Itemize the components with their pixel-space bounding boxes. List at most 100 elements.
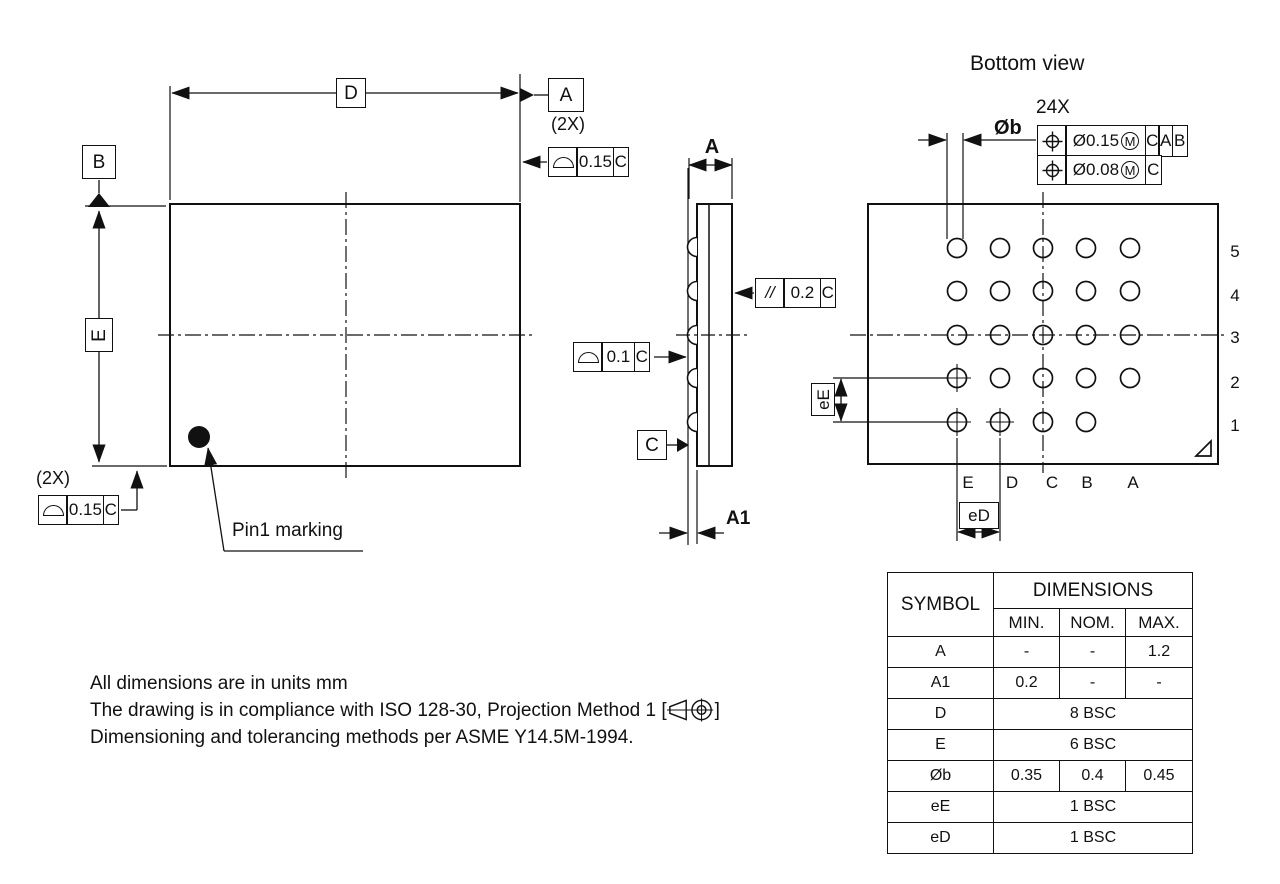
max-cell: -: [1125, 667, 1193, 699]
note-line-1: All dimensions are in units mm: [90, 673, 348, 694]
ball-B5: [1075, 237, 1097, 259]
table-row: A1 0.2 - -: [887, 667, 1193, 699]
ball-C5: [1032, 237, 1054, 259]
table-header-nom: NOM.: [1059, 608, 1126, 637]
symbol-cell: A1: [887, 667, 994, 699]
pitch-ed-box: eD: [959, 502, 999, 529]
table-row: A - - 1.2: [887, 636, 1193, 668]
symbol-cell: A: [887, 636, 994, 668]
fcf-tolerance: 0.2: [783, 278, 822, 308]
datum-c-triangle: [677, 438, 689, 452]
ball-B2: [1075, 367, 1097, 389]
fcf-profile-bottom: 0.15 C: [38, 495, 119, 525]
span-cell: 1 BSC: [993, 822, 1193, 854]
row-label-3: 3: [1230, 328, 1240, 347]
datum-b-box: B: [82, 145, 116, 179]
bottom-pin1-triangle: [1193, 438, 1212, 457]
table-row: eE 1 BSC: [887, 791, 1193, 823]
min-cell: 0.35: [993, 760, 1060, 792]
col-label-D: D: [1005, 473, 1019, 492]
symbol-cell: E: [887, 729, 994, 761]
first-angle-projection-icon: [666, 698, 713, 722]
datum-a-box: A: [548, 78, 584, 112]
table-row: eD 1 BSC: [887, 822, 1193, 854]
side-ball-4: [686, 367, 698, 389]
pitch-ee-box: eE: [811, 383, 835, 416]
ball-B4: [1075, 280, 1097, 302]
fcf-tolerance: 0.15: [576, 147, 615, 177]
ball-D3: [989, 324, 1011, 346]
pin1-dot: [188, 426, 210, 448]
mmc-modifier-icon: M: [1121, 132, 1140, 150]
ball-grid: [943, 237, 1141, 436]
ball-D2: [989, 367, 1011, 389]
fcf-tolerance: Ø0.08: [1072, 160, 1120, 180]
table-row: Øb 0.35 0.4 0.45: [887, 760, 1193, 792]
side-ball-1: [686, 236, 698, 258]
min-cell: -: [993, 636, 1060, 668]
fcf-tolerance: 0.15: [66, 495, 105, 525]
symbol-cell: Øb: [887, 760, 994, 792]
col-label-B: B: [1081, 473, 1093, 492]
dim-a1-label: A1: [726, 508, 751, 529]
ball-C2: [1032, 367, 1054, 389]
ball-C1: [1032, 411, 1054, 433]
side-view: [654, 158, 754, 545]
row-label-4: 4: [1230, 286, 1240, 305]
mmc-modifier-icon: M: [1121, 161, 1140, 180]
dim-a-label: A: [704, 136, 720, 158]
bottom-view-title: Bottom view: [970, 52, 1085, 75]
span-cell: 1 BSC: [993, 791, 1193, 823]
ball-B1: [1075, 411, 1097, 433]
fcf-datum: C: [819, 278, 836, 308]
parallelism-icon: //: [755, 278, 785, 308]
ball-A2: [1119, 367, 1141, 389]
table-row: E 6 BSC: [887, 729, 1193, 761]
fcf-datum: C: [1144, 155, 1162, 186]
ball-E5: [946, 237, 968, 259]
pin1-leader-arrow: [204, 447, 225, 552]
ball-A3: [1119, 324, 1141, 346]
ball-E3: [946, 324, 968, 346]
dim-e-box: E: [85, 318, 113, 352]
profile-of-surface-icon: [42, 504, 64, 516]
ball-dia-label: Øb: [994, 117, 1022, 139]
pin1-label: Pin1 marking: [232, 520, 343, 541]
fcf-datum: B: [1171, 125, 1188, 157]
position-icon: [1042, 160, 1062, 181]
symbol-cell: eD: [887, 822, 994, 854]
col-label-C: C: [1045, 473, 1059, 492]
side-ball-2: [686, 280, 698, 302]
col-label-E: E: [962, 473, 974, 492]
fcf-datum: C: [102, 495, 119, 525]
fcf-position-2: Ø0.08 M C: [1037, 155, 1162, 186]
ball-A4: [1119, 280, 1141, 302]
ball-D4: [989, 280, 1011, 302]
max-cell: 0.45: [1125, 760, 1193, 792]
drawing-notes: All dimensions are in units mm The drawi…: [90, 670, 720, 751]
col-label-A: A: [1127, 473, 1139, 492]
profile-of-surface-icon: [552, 156, 574, 168]
qty-note-top: (2X): [551, 114, 586, 134]
table-header-symbol: SYMBOL: [887, 572, 994, 637]
fcf-datum: A: [1158, 125, 1174, 157]
ball-qty-label: 24X: [1036, 97, 1070, 118]
dimension-table: SYMBOL DIMENSIONS MIN. NOM. MAX. A - - 1…: [887, 572, 1193, 854]
fcf-datum: C: [612, 147, 629, 177]
ball-D5: [989, 237, 1011, 259]
ball-C4: [1032, 280, 1054, 302]
ball-E4: [946, 280, 968, 302]
dim-d-box: D: [336, 78, 366, 108]
symbol-cell: eE: [887, 791, 994, 823]
table-row: D 8 BSC: [887, 698, 1193, 730]
ball-A5: [1119, 237, 1141, 259]
fcf-datum: C: [633, 342, 650, 372]
max-cell: 1.2: [1125, 636, 1193, 668]
table-header-min: MIN.: [993, 608, 1060, 637]
fcf-profile-side: 0.1 C: [573, 342, 650, 372]
side-ball-5: [686, 411, 698, 433]
row-label-2: 2: [1230, 373, 1240, 392]
nom-cell: -: [1059, 636, 1126, 668]
